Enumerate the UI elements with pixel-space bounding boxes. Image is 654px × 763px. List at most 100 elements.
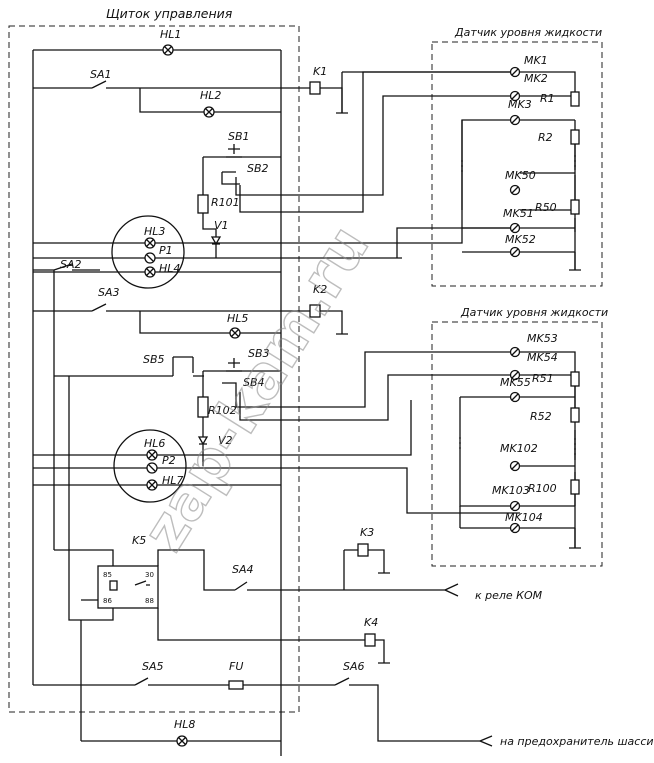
kom-arrow: [444, 583, 459, 597]
sb1-label: SB1: [228, 130, 250, 143]
mk52-label: MK52: [505, 233, 536, 246]
hl8-label: HL8: [174, 718, 195, 731]
r101-resistor: [197, 194, 209, 214]
mk50-label: MK50: [505, 169, 536, 182]
k1-coil: [309, 81, 321, 95]
hl5-lamp: [229, 327, 241, 339]
mk2-label: MK2: [524, 72, 548, 85]
k4-coil: [364, 633, 376, 647]
k5-coil: [109, 580, 118, 591]
control-panel-title: Щиток управления: [106, 6, 233, 21]
r100-label: R100: [528, 482, 557, 495]
sa1-line: [33, 80, 310, 89]
sb3-label: SB3: [248, 347, 270, 360]
mk53-label: MK53: [527, 332, 558, 345]
k5-label: K5: [132, 534, 146, 547]
p2-indicator: [146, 462, 158, 474]
k5-pin-85: 85: [103, 571, 112, 579]
mk55-label: MK55: [500, 376, 531, 389]
k5-contact: [134, 580, 150, 586]
hl4-lamp: [144, 266, 156, 278]
control-panel-frame: [8, 25, 300, 713]
p1-indicator: [144, 252, 156, 264]
r51-label: R51: [532, 372, 554, 385]
hl1-lamp: [162, 44, 174, 56]
k5-wiring: [54, 549, 445, 641]
hl5-label: HL5: [227, 312, 248, 325]
hl2-lamp: [203, 106, 215, 118]
sensor-2-components: [459, 346, 581, 549]
mk1-label: MK1: [524, 54, 548, 67]
sb1-button: [226, 144, 242, 158]
k1-ground: [320, 87, 348, 114]
fu-label: FU: [229, 660, 243, 673]
level-sensor-1-frame: [431, 41, 603, 287]
hl6-label: HL6: [144, 437, 165, 450]
k3-wiring: [343, 549, 390, 590]
k1-label: K1: [313, 65, 327, 78]
r52-label: R52: [530, 410, 552, 423]
k5-relay: [97, 565, 159, 609]
fuse-arrow: [479, 735, 493, 747]
sb3-sb4-wiring: [202, 351, 520, 421]
mk104-label: MK104: [505, 511, 543, 524]
v1-label: V1: [214, 219, 229, 232]
sb5-label: SB5: [143, 353, 165, 366]
p2-label: P2: [162, 454, 176, 467]
k5-pin-88: 88: [145, 597, 154, 605]
kom-note: к реле КОМ: [475, 589, 543, 602]
level-sensor-1-title: Датчик уровня жидкости: [454, 26, 602, 39]
r50-label: R50: [535, 201, 557, 214]
sa2-label: SA2: [60, 258, 82, 271]
mk51-label: MK51: [503, 207, 534, 220]
vertical-buses: [32, 49, 282, 756]
sa1-label: SA1: [90, 68, 112, 81]
r102-label: R102: [208, 404, 237, 417]
k3-coil: [357, 543, 369, 557]
k2-ground: [320, 310, 348, 335]
fu-fuse: [228, 680, 244, 690]
v2-label: V2: [218, 434, 233, 447]
level-sensor-2-title: Датчик уровня жидкости: [460, 306, 608, 319]
k4-label: K4: [364, 616, 378, 629]
k5-pin-30: 30: [145, 571, 154, 579]
sa3-label: SA3: [98, 286, 120, 299]
fuse-note: на предохранитель шасси: [500, 735, 654, 748]
p2-gauge: [113, 429, 187, 503]
sb2-label: SB2: [247, 162, 269, 175]
sa4-label: SA4: [232, 563, 254, 576]
hl7-lamp: [146, 479, 158, 491]
sensor-1-components: [341, 66, 581, 271]
v1-diode: [210, 229, 222, 258]
p1-gauge: [111, 215, 185, 289]
sb1-sb2-wiring: [202, 95, 520, 196]
hl8-lamp: [176, 735, 188, 747]
k4-wiring: [375, 639, 390, 664]
k2-label: K2: [313, 283, 327, 296]
r1-label: R1: [540, 92, 555, 105]
hl6-lamp: [146, 449, 158, 461]
sa2-switch: [33, 263, 100, 271]
hl1-label: HL1: [160, 28, 181, 41]
hl2-branch: [139, 88, 281, 113]
r2-label: R2: [538, 131, 553, 144]
p1-wiring: [33, 242, 281, 273]
sb5-button: [54, 356, 204, 377]
sa6-label: SA6: [343, 660, 365, 673]
level-sensor-2-frame: [431, 321, 603, 567]
sa5-fu-sa6-line: [33, 677, 480, 742]
hl7-label: HL7: [162, 474, 183, 487]
mk3-label: MK3: [508, 98, 532, 111]
k3-label: K3: [360, 526, 374, 539]
sb4-label: SB4: [243, 376, 265, 389]
mk54-label: MK54: [527, 351, 558, 364]
k5-pin-86: 86: [103, 597, 112, 605]
p1-label: P1: [159, 244, 173, 257]
hl4-label: HL4: [159, 262, 180, 275]
v2-diode: [197, 417, 209, 466]
mk102-label: MK102: [500, 442, 538, 455]
mk103-label: MK103: [492, 484, 530, 497]
hl3-lamp: [144, 237, 156, 249]
hl3-label: HL3: [144, 225, 165, 238]
